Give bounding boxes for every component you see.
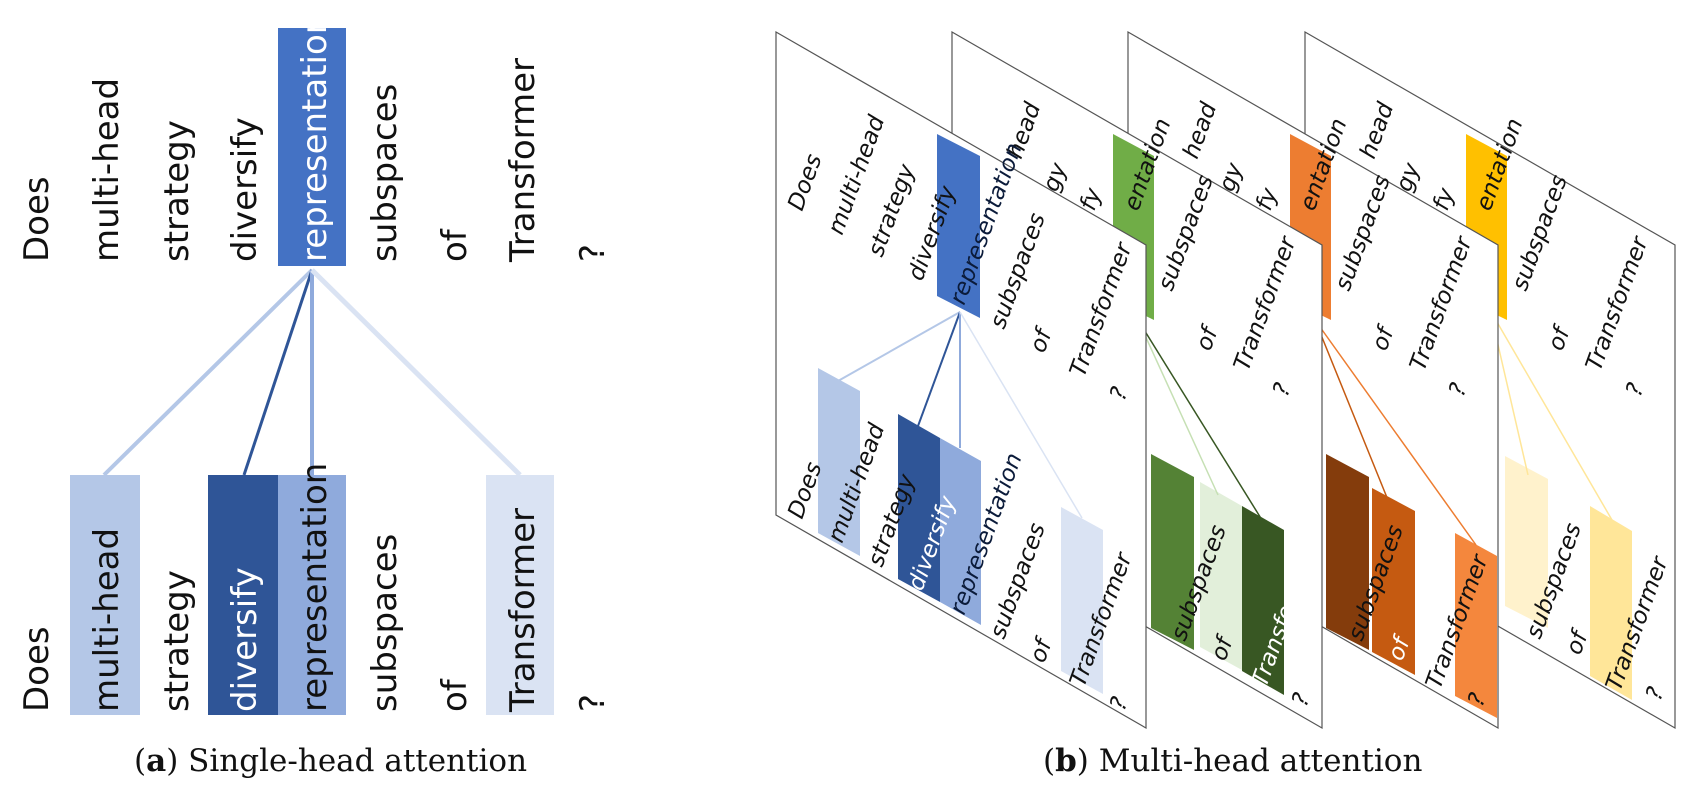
sheet-3-key-highlight-3 [1455,533,1497,718]
query-word-1: multi-head [87,78,127,262]
key-word-2: strategy [157,570,197,712]
key-highlight-representation [278,475,346,715]
sheet-1-key-highlight-representation [940,438,981,625]
query-highlight-representation [278,28,346,266]
key-word-7: Transformer [503,508,543,713]
sheet-2-key-highlight-1 [1151,454,1194,650]
key-highlight-diversify [208,475,278,715]
sheet-3-line-2 [1314,319,1477,546]
panel-b-open-paren: ( [1043,743,1055,779]
panel-a-label: a [146,743,166,779]
sheet-2-line-1 [1137,319,1219,496]
sheet-4-line-2 [1489,309,1613,521]
sheet-2-key-highlight-3 [1242,506,1284,695]
panel-b-close-paren: ) [1077,743,1099,779]
query-word-6: of [435,228,475,262]
sheet-1-line-transformer [959,311,1083,519]
sheet-4-key-highlight-1 [1505,456,1548,628]
sheet-1-line-diversify [917,311,961,427]
key-word-6: of [435,678,475,712]
query-word-8: ? [573,244,613,262]
sheet-4-key-highlight-2 [1590,506,1632,700]
query-word-0: Does [17,176,57,262]
query-word-7: Transformer [503,58,543,263]
attention-line-multi-head [102,268,314,477]
sheet-1-key-highlight-multi-head [818,368,860,556]
query-word-5: subspaces [365,84,405,262]
head-sheet-1: Does multi-head strategy diversify repre… [775,30,1147,730]
panel-a-close-paren: ) [166,743,188,779]
sheet-1-line-multi-head [837,311,961,382]
sheet-2-key-highlight-2 [1200,482,1242,670]
sheet-3-line-1 [1314,319,1391,506]
panel-multi-head: head gy fy entation subspaces of Transfo… [775,30,1676,779]
key-word-4: representation [295,463,335,712]
panel-a-title: Single-head attention [188,743,527,779]
sheet-1-query-highlight-representation [937,134,980,318]
panel-b-caption: (b) Multi-head attention [1043,743,1422,779]
key-word-0: Does [17,626,57,712]
sheet-1-key-highlight-transformer [1061,507,1103,694]
query-word-3: diversify [225,117,265,262]
query-word-2: strategy [157,120,197,262]
panel-b-title: Multi-head attention [1099,743,1423,779]
attention-line-diversify [242,269,314,476]
query-word-4: representation [295,13,335,262]
key-word-1: multi-head [87,528,127,712]
sheet-2-line-2 [1137,319,1263,521]
key-word-8: ? [573,694,613,712]
sheet-3-key-highlight-1 [1326,454,1369,650]
panel-a-open-paren: ( [134,743,146,779]
key-word-5: subspaces [365,534,405,712]
key-word-3: diversify [225,567,265,712]
attention-line-transformer [310,268,522,477]
sheet-3-key-highlight-2 [1372,488,1415,675]
sheet-1-key-highlight-diversify [898,414,940,602]
key-highlight-multi-head [70,475,140,715]
key-highlight-transformer [486,475,554,715]
panel-a-caption: (a) Single-head attention [134,743,527,779]
panel-single-head: Does multi-head strategy diversify repre… [17,13,613,779]
panel-b-label: b [1055,743,1077,779]
